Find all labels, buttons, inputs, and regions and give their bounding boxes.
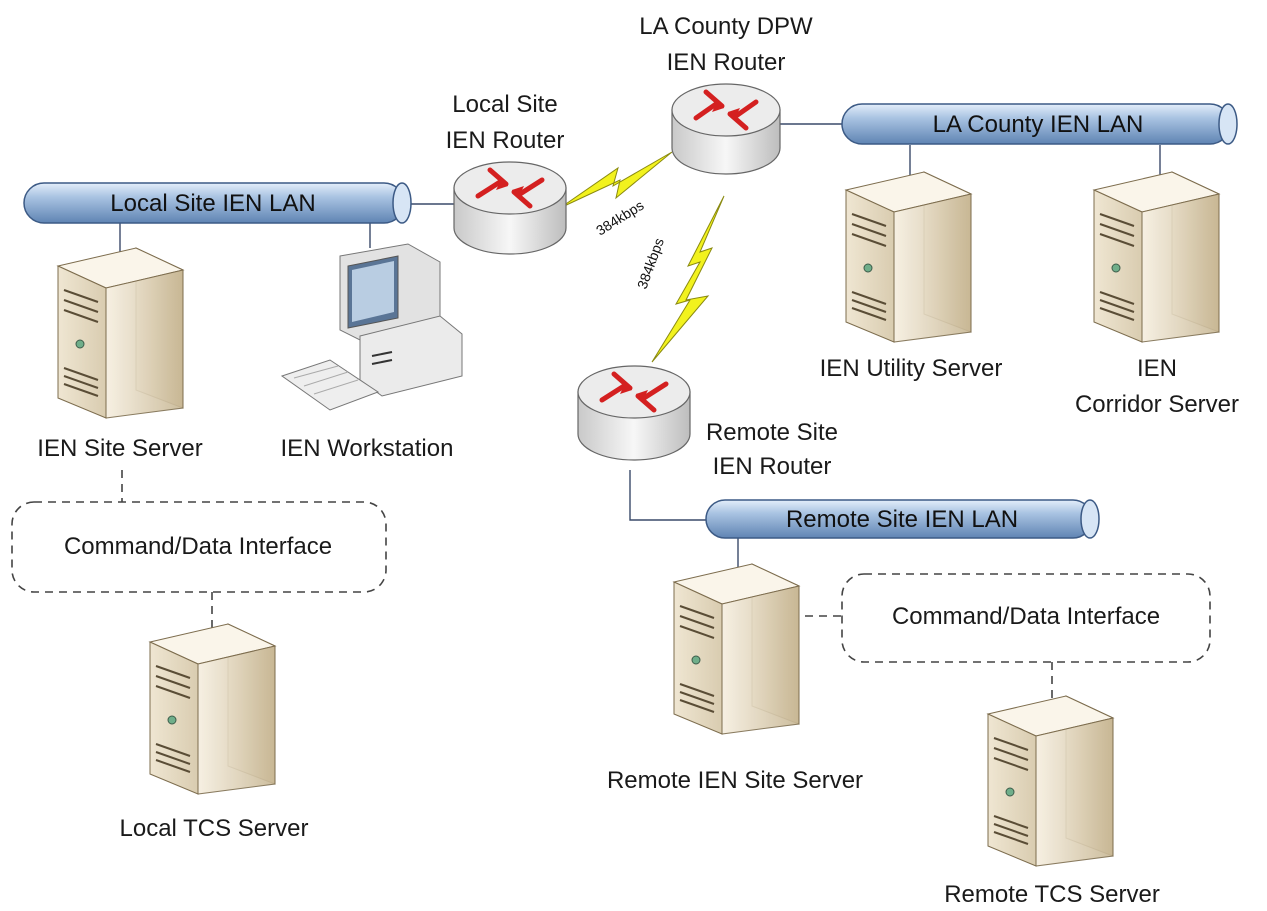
connection-lines xyxy=(119,123,1161,568)
server-icon xyxy=(1093,171,1220,343)
remote-command-data-interface: Command/Data Interface xyxy=(841,573,1211,663)
workstation-icon xyxy=(280,243,463,411)
local-interface-label: Command/Data Interface xyxy=(64,533,332,560)
wan-link-local: 384kbps xyxy=(559,151,673,239)
workstation-label: IEN Workstation xyxy=(281,435,454,462)
server-icon xyxy=(987,695,1114,867)
local-site-lan: Local Site IEN LAN xyxy=(23,182,412,224)
la-lan-label: LA County IEN LAN xyxy=(933,111,1144,138)
la-county-lan: LA County IEN LAN xyxy=(841,103,1238,145)
server-icon xyxy=(57,247,184,419)
local-tcs-server: Local TCS Server xyxy=(120,623,309,842)
link-speed-local: 384kbps xyxy=(593,197,646,239)
interface-links xyxy=(121,470,1053,698)
local-tcs-label: Local TCS Server xyxy=(120,815,309,842)
remote-lan-label: Remote Site IEN LAN xyxy=(786,506,1018,533)
utility-server-label: IEN Utility Server xyxy=(820,355,1003,382)
link-speed-remote: 384kbps xyxy=(634,236,667,291)
server-icon xyxy=(845,171,972,343)
corridor-server-label-line1: IEN xyxy=(1137,355,1177,382)
lightning-icon xyxy=(651,195,725,363)
remote-site-lan: Remote Site IEN LAN xyxy=(705,499,1100,539)
site-server-label: IEN Site Server xyxy=(37,435,202,462)
remote-tcs-label: Remote TCS Server xyxy=(944,881,1160,908)
local-router-label-line1: Local Site xyxy=(452,91,557,118)
ien-corridor-server: IEN Corridor Server xyxy=(1075,171,1239,418)
remote-interface-label: Command/Data Interface xyxy=(892,603,1160,630)
local-site-router: Local Site IEN Router xyxy=(446,91,567,255)
la-router-label-line1: LA County DPW xyxy=(639,13,813,40)
wan-link-remote: 384kbps xyxy=(634,195,725,363)
server-icon xyxy=(673,563,800,735)
remote-tcs-server: Remote TCS Server xyxy=(944,695,1160,908)
la-router-label-line2: IEN Router xyxy=(667,49,786,76)
corridor-server-label-line2: Corridor Server xyxy=(1075,391,1239,418)
local-lan-label: Local Site IEN LAN xyxy=(110,190,315,217)
la-county-router: LA County DPW IEN Router xyxy=(639,13,813,175)
remote-router-label-line1: Remote Site xyxy=(706,419,838,446)
local-router-label-line2: IEN Router xyxy=(446,127,565,154)
ien-site-server: IEN Site Server xyxy=(37,247,203,462)
router-icon xyxy=(453,161,567,255)
lightning-icon xyxy=(559,151,673,209)
ien-workstation: IEN Workstation xyxy=(280,243,463,462)
ien-utility-server: IEN Utility Server xyxy=(820,171,1003,382)
remote-router-lan-link xyxy=(629,470,712,521)
remote-router-label-line2: IEN Router xyxy=(713,453,832,480)
server-icon xyxy=(149,623,276,795)
router-icon xyxy=(577,365,691,461)
router-icon xyxy=(671,83,781,175)
remote-site-router: Remote Site IEN Router xyxy=(577,365,838,480)
remote-ien-site-server: Remote IEN Site Server xyxy=(607,563,863,794)
remote-site-server-label: Remote IEN Site Server xyxy=(607,767,863,794)
local-command-data-interface: Command/Data Interface xyxy=(11,501,387,593)
